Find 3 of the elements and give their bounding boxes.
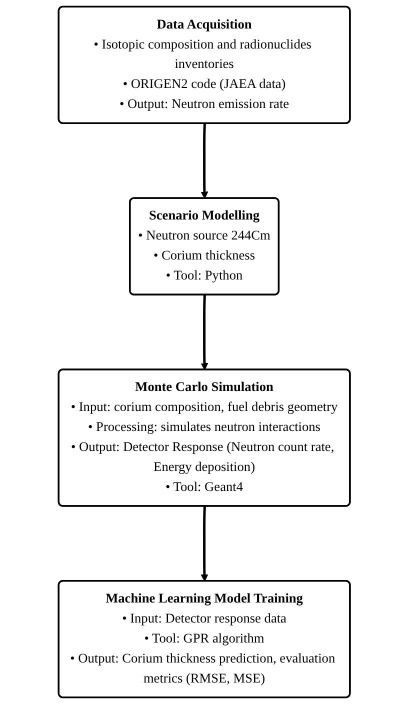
arrow bbox=[200, 506, 208, 582]
arrow bbox=[200, 124, 208, 199]
arrow bbox=[200, 294, 208, 370]
